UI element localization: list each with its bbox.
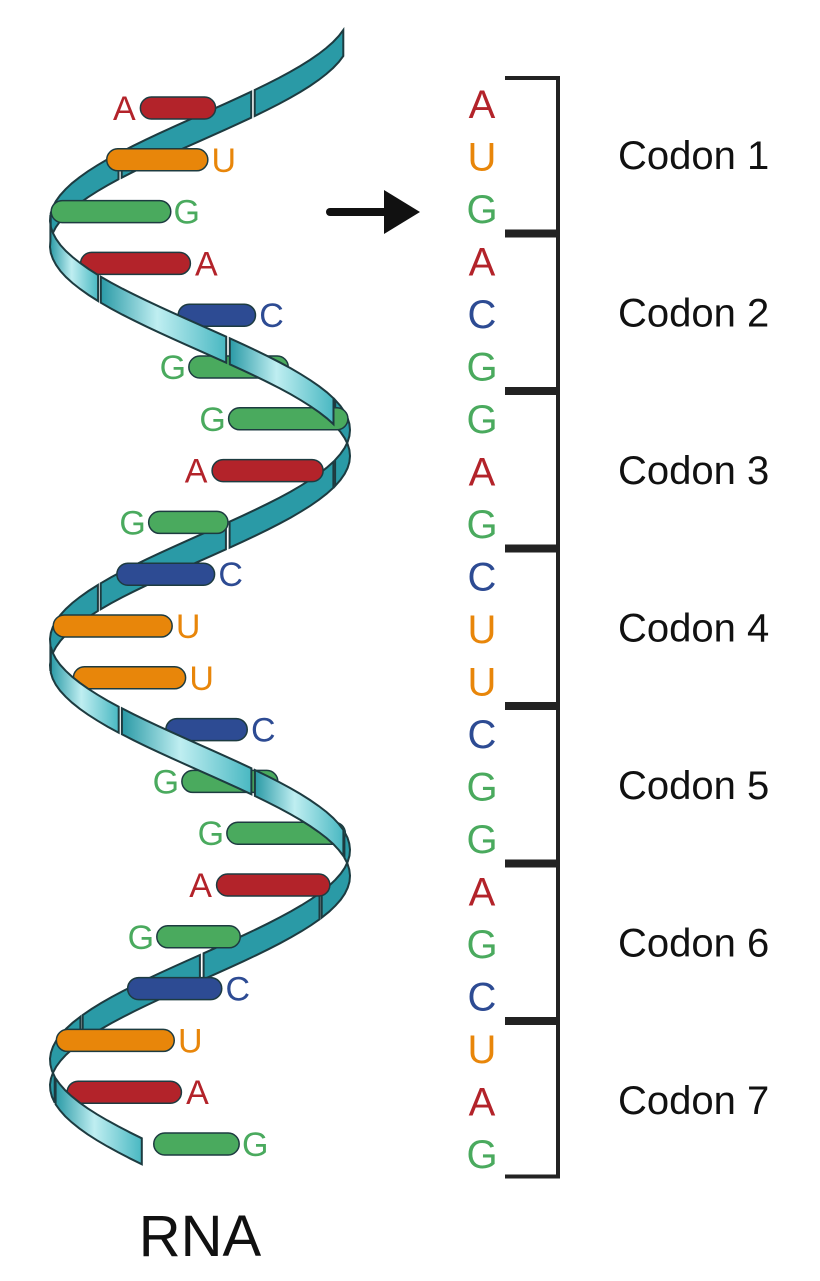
- codon-bracket: [505, 76, 560, 234]
- base-rung: [215, 873, 331, 897]
- base-letter: C: [251, 712, 276, 750]
- base-rung: [72, 666, 187, 690]
- codon-bracket: [505, 1021, 560, 1179]
- sequence-base: A: [469, 83, 496, 127]
- base-rung: [116, 562, 216, 586]
- codon-bracket: [505, 863, 560, 1021]
- base-letter: A: [185, 453, 208, 491]
- right-arrow-icon: [326, 190, 420, 234]
- sequence-base: A: [469, 451, 496, 495]
- base-letter: U: [176, 608, 201, 646]
- sequence-base: G: [466, 188, 497, 232]
- codon-bracket: [505, 548, 560, 706]
- base-rungs: [50, 96, 349, 1156]
- backbone-segment: [54, 1075, 143, 1166]
- base-letter: C: [259, 297, 284, 335]
- codon-label: Codon 2: [618, 291, 769, 335]
- codon-label: Codon 5: [618, 764, 769, 808]
- base-letter: G: [242, 1126, 268, 1164]
- base-letter: G: [153, 763, 179, 801]
- codon-label: Codon 7: [618, 1079, 769, 1123]
- codon-label: Codon 1: [618, 134, 769, 178]
- sequence-base: U: [468, 608, 497, 652]
- codon-label: Codon 3: [618, 449, 769, 493]
- sequence-base: U: [468, 136, 497, 180]
- sequence-base: G: [466, 398, 497, 442]
- sequence-base: G: [466, 346, 497, 390]
- sequence-base: A: [469, 1081, 496, 1125]
- base-letter: A: [195, 245, 218, 283]
- backbone-segment: [120, 706, 253, 796]
- base-rung: [50, 199, 172, 224]
- codon-bracket: [505, 391, 560, 549]
- sequence-base: A: [469, 871, 496, 915]
- backbone-segment: [253, 27, 345, 118]
- base-letter: G: [128, 919, 154, 957]
- base-letter: G: [198, 815, 224, 853]
- diagram-title: RNA: [139, 1204, 262, 1269]
- sequence-base: C: [468, 976, 497, 1020]
- base-rung: [153, 1132, 240, 1156]
- base-letter: U: [212, 142, 237, 180]
- sequence-base: A: [469, 241, 496, 285]
- base-letter: C: [218, 556, 243, 594]
- sequence-base: G: [466, 766, 497, 810]
- sequence-base: C: [468, 293, 497, 337]
- base-rung: [126, 976, 223, 1001]
- base-rung: [156, 925, 241, 949]
- base-rung: [105, 148, 209, 172]
- base-letter: A: [186, 1074, 209, 1112]
- backbone-segment: [49, 646, 120, 735]
- base-rung: [55, 1028, 175, 1053]
- sequence-base: G: [466, 1133, 497, 1177]
- sequence-base: G: [466, 923, 497, 967]
- backbone-segment: [320, 831, 352, 920]
- base-rung: [147, 510, 229, 535]
- codon-label: Codon 6: [618, 921, 769, 965]
- sequence-base: U: [468, 661, 497, 705]
- base-letter: G: [174, 194, 200, 232]
- sequence-base: C: [468, 556, 497, 600]
- codon-bracket: [505, 233, 560, 391]
- codon-label: Codon 4: [618, 606, 769, 650]
- base-rung: [211, 458, 324, 483]
- base-letter: A: [113, 90, 136, 128]
- codon-bracket: [505, 706, 560, 864]
- backbone-segment: [99, 274, 228, 365]
- base-rung: [66, 1080, 183, 1104]
- base-rung: [79, 251, 192, 276]
- base-letter: A: [189, 867, 212, 905]
- backbone-segment: [253, 768, 345, 859]
- base-letter: C: [225, 971, 250, 1009]
- base-rung: [52, 614, 173, 638]
- sequence-base: C: [468, 713, 497, 757]
- sequence-base: U: [468, 1028, 497, 1072]
- base-letter: G: [160, 349, 186, 387]
- base-letter: G: [119, 504, 145, 542]
- backbone-segment: [228, 336, 335, 427]
- sequence-base: G: [466, 818, 497, 862]
- helix-front-strand: [48, 214, 345, 1166]
- base-rung: [139, 96, 217, 120]
- backbone-segment: [228, 459, 335, 550]
- sequence-base: G: [466, 503, 497, 547]
- base-letter: U: [189, 660, 214, 698]
- backbone-segment: [48, 214, 100, 303]
- base-letter: G: [199, 401, 225, 439]
- base-letter: U: [178, 1022, 203, 1060]
- base-rung: [227, 407, 349, 431]
